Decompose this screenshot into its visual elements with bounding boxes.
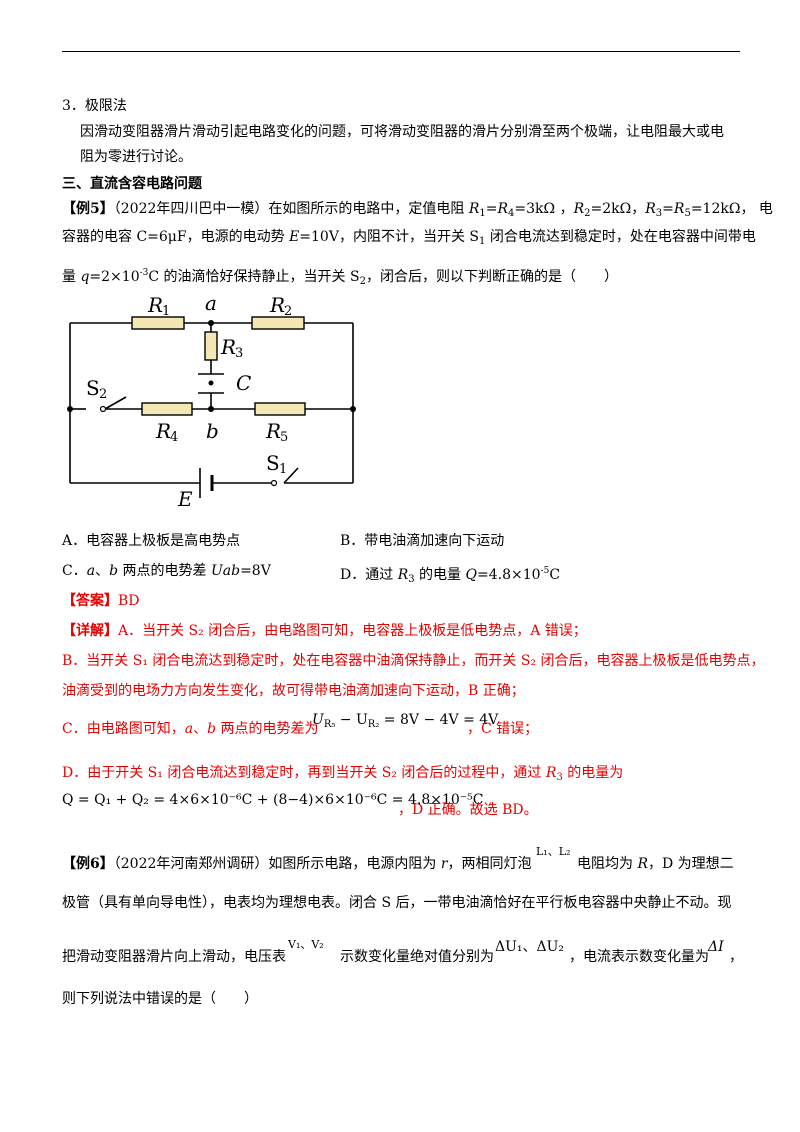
answer-line: 【答案】BD: [62, 591, 742, 611]
svg-text:R: R: [220, 335, 236, 359]
detail-tag: 【详解】: [62, 623, 118, 639]
ex6-line3: 把滑动变阻器滑片向上滑动，电压表: [62, 949, 286, 965]
svg-text:R: R: [147, 293, 163, 317]
ex6-line3-end: ，: [729, 949, 743, 965]
option-a: A．电容器上极板是高电势点: [62, 533, 241, 549]
ex6-line2: 极管（具有单向导电性），电表均为理想电表。闭合 S 后，一带电油滴恰好在平行板电…: [62, 895, 732, 911]
ex6-bulbs: L₁、L₂: [536, 845, 571, 858]
detail-d-line1: D．由于开关 S₁ 闭合电流达到稳定时，再到当开关 S₂ 闭合后的过程中，通过 …: [62, 765, 624, 783]
oil-droplet: [208, 380, 214, 386]
section3-title: 3．极限法: [62, 98, 127, 114]
svg-text:b: b: [206, 419, 219, 443]
option-d: D．通过 R3 的电量 Q=4.8×10-5C: [340, 566, 561, 585]
svg-text:E: E: [177, 487, 193, 511]
section3-desc-line1: 因滑动变阻器滑片滑动引起电路变化的问题，可将滑动变阻器的滑片分别滑至两个极端，让…: [80, 124, 724, 140]
resistor-r5: [254, 402, 306, 416]
ex5-line1: 【例5】（2022年四川巴中一模）在如图所示的电路中，定值电阻 R1=R4=3k…: [62, 201, 773, 219]
detail-c: C．由电路图可知，a、b 两点的电势差为: [62, 721, 319, 737]
ex6-line1: 【例6】（2022年河南郑州调研）如图所示电路，电源内阻为 r，两相同灯泡: [62, 856, 532, 872]
ex6-delta-u: ΔU₁、ΔU₂: [495, 939, 565, 955]
svg-text:4: 4: [170, 430, 178, 445]
svg-text:S: S: [86, 376, 100, 400]
header-rule: [62, 51, 740, 52]
ex6-line3-mid2: ，电流表示数变化量为: [569, 949, 709, 965]
ex5-tag: 【例5】: [62, 201, 114, 217]
ex6-line4: 则下列说法中错误的是（ ）: [62, 991, 258, 1007]
resistor-r4: [141, 402, 193, 416]
resistor-r2: [251, 316, 305, 330]
detail-d-equation: Q = Q₁ + Q₂ = 4×6×10⁻⁶C + (8−4)×6×10⁻⁶C …: [62, 792, 484, 808]
ex6-voltmeters: V₁、V₂: [288, 938, 324, 951]
detail-c-tail: ，C 错误；: [467, 721, 539, 737]
ex6-tag: 【例6】: [62, 856, 114, 872]
detail-d-tail: ，D 正确。故选 BD。: [398, 802, 538, 818]
answer-tag: 【答案】: [62, 593, 118, 609]
svg-text:R: R: [265, 419, 281, 443]
resistor-r3: [204, 331, 218, 361]
detail-b-line2: 油滴受到的电场力方向发生变化，故可得带电油滴加速向下运动，B 正确；: [62, 683, 525, 699]
section-heading: 三、直流含容电路问题: [62, 176, 202, 192]
option-b: B．带电油滴加速向下运动: [340, 533, 505, 549]
answer-value: BD: [118, 593, 140, 609]
svg-text:5: 5: [280, 430, 288, 445]
ex5-line3: 量 q=2×10-3C 的油滴恰好保持静止，当开关 S2，闭合后，则以下判断正确…: [62, 268, 618, 287]
ex6-line1-tail: 电阻均为 R，D 为理想二: [577, 856, 734, 872]
svg-text:2: 2: [99, 387, 107, 402]
circuit-diagram: R 1 a R 2 R 3 C S 2 R 4 b R 5 S 1 E: [67, 291, 356, 511]
svg-text:S: S: [266, 451, 280, 475]
svg-text:1: 1: [162, 304, 170, 319]
detail-a: 【详解】A．当开关 S₂ 闭合后，由电路图可知，电容器上极板是低电势点，A 错误…: [62, 623, 587, 639]
svg-text:2: 2: [284, 304, 292, 319]
detail-c-equation: UR₅ − UR₂ = 8V − 4V = 4V: [312, 712, 499, 730]
ex5-line2: 容器的电容 C=6μF，电源的电动势 E=10V，内阻不计，当开关 S1 闭合电…: [62, 229, 756, 247]
svg-text:3: 3: [235, 346, 243, 361]
section3-desc-line2: 阻为零进行讨论。: [80, 149, 192, 165]
svg-text:R: R: [269, 293, 285, 317]
svg-text:1: 1: [279, 462, 287, 477]
ex6-delta-i: ΔI: [708, 939, 724, 955]
detail-b-line1: B．当开关 S₁ 闭合电流达到稳定时，处在电容器中油滴保持静止，而开关 S₂ 闭…: [62, 653, 765, 669]
svg-text:R: R: [155, 419, 171, 443]
resistor-r1: [131, 316, 185, 330]
svg-text:a: a: [205, 291, 217, 315]
svg-text:C: C: [236, 371, 251, 395]
option-c: C．a、b 两点的电势差 Uab=8V: [62, 563, 271, 579]
ex6-line3-mid: 示数变化量绝对值分别为: [340, 949, 494, 965]
